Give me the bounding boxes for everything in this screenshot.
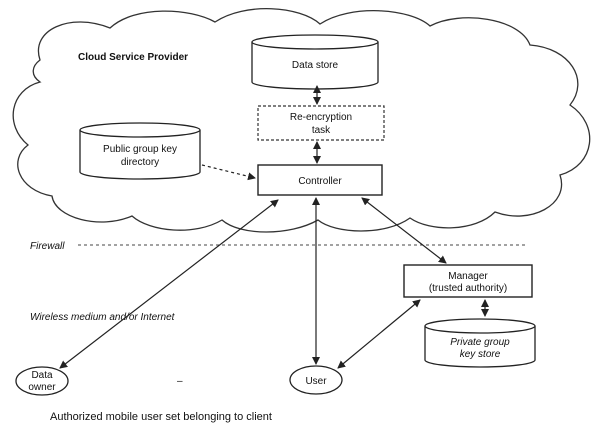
firewall-label: Firewall xyxy=(30,241,65,252)
arrow-user-manager xyxy=(337,299,421,369)
public-directory-label-line2: directory xyxy=(121,157,159,168)
user-label: User xyxy=(305,376,327,387)
reencryption-label-line2: task xyxy=(312,125,331,136)
private-store-label-line2: key store xyxy=(460,349,501,360)
cloud-provider-label: Cloud Service Provider xyxy=(78,52,188,63)
data-owner-node: Data owner xyxy=(15,366,69,396)
data-owner-label-line2: owner xyxy=(28,382,56,393)
data-owner-label-line1: Data xyxy=(31,370,53,381)
controller-label: Controller xyxy=(298,176,342,187)
private-key-store-cylinder: Private group key store xyxy=(424,318,536,368)
caption: Authorized mobile user set belonging to … xyxy=(50,411,272,423)
controller-box: Controller xyxy=(257,164,383,196)
arrow-controller-manager xyxy=(361,197,447,264)
manager-box: Manager (trusted authority) xyxy=(403,264,533,298)
private-store-label-line1: Private group xyxy=(450,337,510,348)
reencryption-label-line1: Re-encryption xyxy=(290,112,352,123)
wireless-label: Wireless medium and/or Internet xyxy=(30,312,176,323)
dash-mark: – xyxy=(177,376,183,387)
user-node: User xyxy=(289,365,343,395)
data-store-cylinder: Data store xyxy=(251,34,379,90)
arrow-controller-dataowner xyxy=(59,199,279,369)
data-store-label: Data store xyxy=(292,60,339,71)
reencryption-task-box: Re-encryption task xyxy=(257,105,385,141)
public-key-directory-cylinder: Public group key directory xyxy=(79,122,201,180)
manager-label-line2: (trusted authority) xyxy=(429,283,507,294)
manager-label-line1: Manager xyxy=(448,271,488,282)
public-directory-label-line1: Public group key xyxy=(103,144,177,155)
